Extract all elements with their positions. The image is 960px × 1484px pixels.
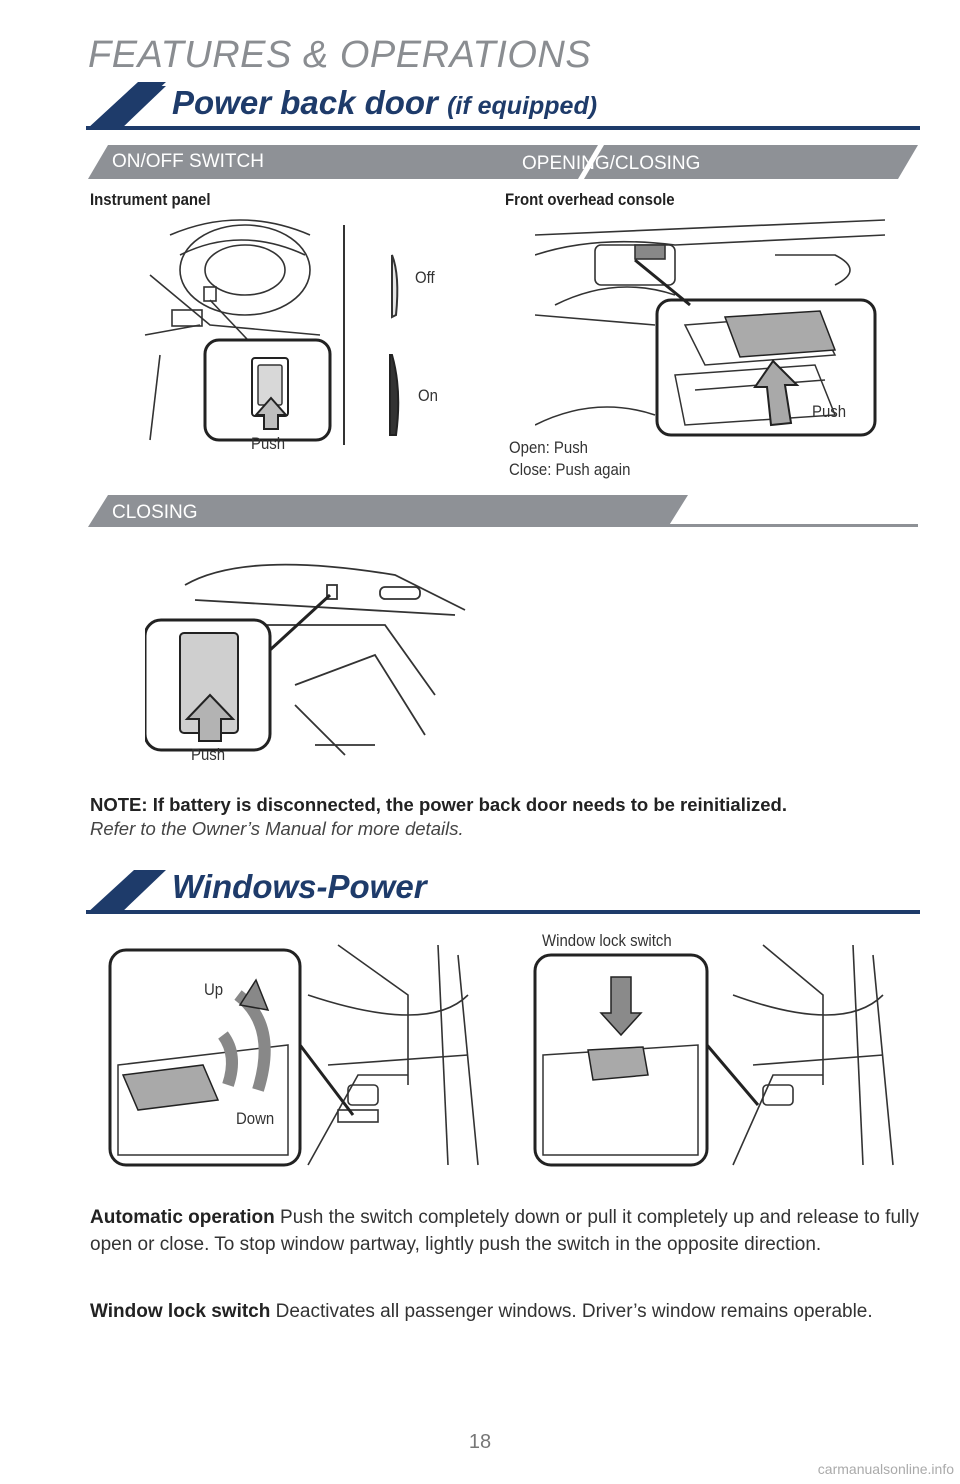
section-bar-windows: [86, 870, 920, 914]
note-owners-manual: Refer to the Owner’s Manual for more det…: [90, 818, 464, 839]
label-push-console: Push: [812, 402, 847, 421]
band-onoff-switch: [88, 145, 918, 179]
caption-instrument-panel: Instrument panel: [90, 190, 211, 209]
page-number: 18: [468, 1431, 492, 1453]
label-up: Up: [204, 980, 224, 999]
label-window-lock-switch: Window lock switch: [542, 931, 672, 950]
watermark: carmanualsonline.info: [817, 1461, 954, 1477]
automatic-operation-paragraph: Automatic operation Push the switch comp…: [90, 1207, 919, 1255]
open-instruction: Open: Push: [509, 438, 589, 457]
label-off: Off: [415, 268, 435, 287]
window-switch-illustration: [108, 944, 479, 1167]
band-label-closing: CLOSING: [112, 502, 198, 523]
section-title-windows: Windows-Power: [172, 868, 427, 905]
off-on-switch-illustration: [343, 225, 400, 445]
page-header: FEATURES & OPERATIONS: [88, 34, 592, 76]
band-label-onoff: ON/OFF SWITCH: [112, 151, 264, 172]
band-closing: [88, 495, 918, 527]
back-door-illustration: [145, 563, 466, 756]
window-lock-paragraph: Window lock switch Deactivates all passe…: [90, 1301, 873, 1322]
band-label-opening-closing: OPENING/CLOSING: [522, 153, 701, 174]
section-title-power-back-door: Power back door (if equipped): [172, 84, 598, 121]
close-instruction: Close: Push again: [509, 460, 631, 479]
label-push-instrument: Push: [251, 434, 286, 453]
label-down: Down: [236, 1109, 275, 1128]
section-bar-power-back-door: [86, 82, 920, 130]
overhead-console-illustration: [535, 219, 885, 437]
window-lock-illustration: [533, 944, 894, 1167]
instrument-panel-illustration: [144, 219, 332, 442]
note-battery: NOTE: If battery is disconnected, the po…: [90, 794, 787, 815]
label-on: On: [418, 386, 438, 405]
caption-front-overhead-console: Front overhead console: [505, 190, 675, 209]
label-push-backdoor: Push: [191, 745, 226, 764]
